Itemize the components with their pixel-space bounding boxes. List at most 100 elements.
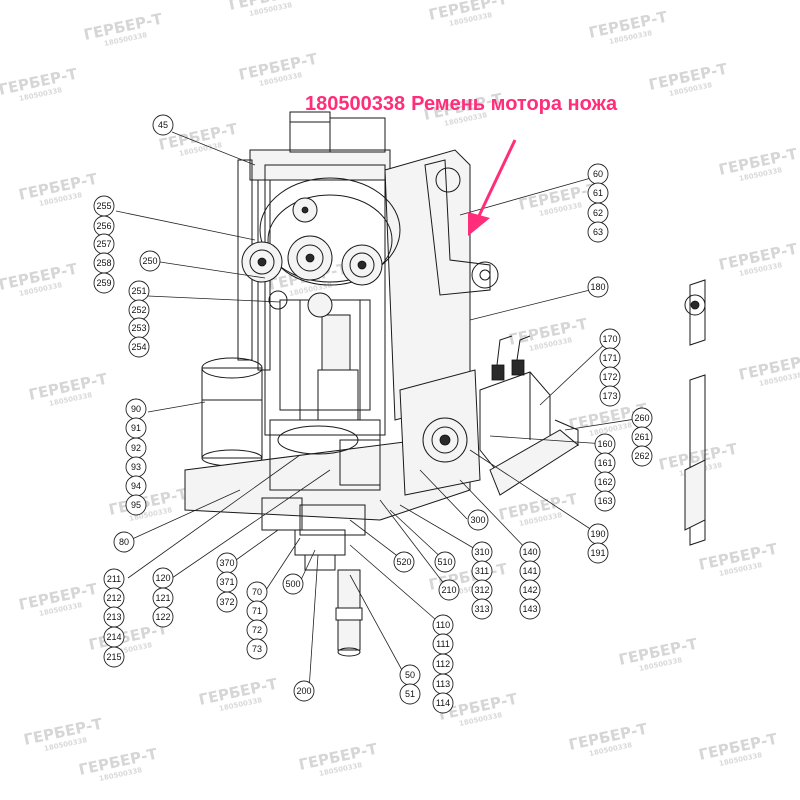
callout-80: 80 [113, 531, 135, 553]
callout-label: 95 [131, 500, 141, 510]
callout-label: 173 [602, 391, 617, 401]
callout-311: 311 [471, 560, 493, 582]
callout-372: 372 [216, 591, 238, 613]
left-motor [201, 357, 263, 467]
callout-215: 215 [103, 646, 125, 668]
callout-200: 200 [293, 680, 315, 702]
callout-label: 180 [590, 282, 605, 292]
callout-label: 70 [252, 587, 262, 597]
callout-252: 252 [128, 299, 150, 321]
callout-255: 255 [93, 195, 115, 217]
callout-label: 73 [252, 644, 262, 654]
callout-70: 70 [246, 581, 268, 603]
callout-label: 211 [107, 574, 121, 584]
callout-label: 172 [602, 372, 617, 382]
callout-257: 257 [93, 233, 115, 255]
callout-171: 171 [599, 347, 621, 369]
callout-label: 162 [597, 477, 612, 487]
callout-112: 112 [432, 653, 454, 675]
callout-label: 163 [597, 496, 612, 506]
callout-180: 180 [587, 276, 609, 298]
callout-circle [246, 638, 268, 660]
callout-label: 212 [106, 593, 121, 603]
main-column [264, 164, 386, 436]
callout-circle [216, 591, 238, 613]
callout-label: 45 [158, 120, 168, 130]
callout-circle [103, 646, 125, 668]
callout-label: 200 [296, 686, 311, 696]
callout-label: 370 [219, 558, 234, 568]
callout-label: 190 [590, 529, 605, 539]
callout-label: 63 [593, 227, 603, 237]
callout-63: 63 [587, 221, 609, 243]
callout-label: 60 [593, 169, 603, 179]
callout-500: 500 [282, 573, 304, 595]
callout-label: 141 [522, 566, 537, 576]
leader-lines [115, 131, 643, 691]
callout-113: 113 [432, 673, 454, 695]
callout-circle [467, 509, 489, 531]
callout-110: 110 [432, 614, 454, 636]
callout-122: 122 [152, 606, 174, 628]
callout-94: 94 [125, 475, 147, 497]
callout-212: 212 [103, 587, 125, 609]
callout-label: 171 [602, 353, 617, 363]
callout-label: 50 [405, 670, 415, 680]
pulley-system [241, 177, 401, 318]
callout-label: 371 [219, 577, 234, 587]
callout-261: 261 [631, 426, 653, 448]
callout-label: 250 [142, 256, 157, 266]
callout-213: 213 [103, 606, 125, 628]
callout-label: 251 [131, 286, 146, 296]
callout-160: 160 [594, 433, 616, 455]
callout-label: 142 [522, 585, 537, 595]
callout-312: 312 [471, 579, 493, 601]
callout-371: 371 [216, 571, 238, 593]
part-description: Ремень мотора ножа [411, 93, 618, 115]
callout-label: 259 [96, 278, 111, 288]
callout-310: 310 [471, 541, 493, 563]
callout-label: 262 [634, 451, 649, 461]
callout-label: 300 [470, 515, 485, 525]
callout-61: 61 [587, 182, 609, 204]
callout-300: 300 [467, 509, 489, 531]
callout-circle [587, 221, 609, 243]
callout-circle [594, 490, 616, 512]
callout-170: 170 [599, 328, 621, 350]
callout-circle [434, 551, 456, 573]
callout-label: 160 [597, 439, 612, 449]
callout-label: 91 [131, 423, 141, 433]
callout-label: 51 [405, 689, 415, 699]
callout-72: 72 [246, 619, 268, 641]
right-plate [384, 149, 499, 421]
callout-label: 500 [285, 579, 300, 589]
callout-circle [399, 683, 421, 705]
callout-71: 71 [246, 600, 268, 622]
callout-circle [587, 542, 609, 564]
callout-251: 251 [128, 280, 150, 302]
callout-label: 90 [131, 404, 141, 414]
callout-circle [152, 606, 174, 628]
callout-label: 61 [593, 188, 603, 198]
callout-258: 258 [93, 252, 115, 274]
callout-162: 162 [594, 471, 616, 493]
callout-label: 62 [593, 208, 603, 218]
pointer-arrow-icon [468, 139, 517, 236]
callout-circle [125, 494, 147, 516]
